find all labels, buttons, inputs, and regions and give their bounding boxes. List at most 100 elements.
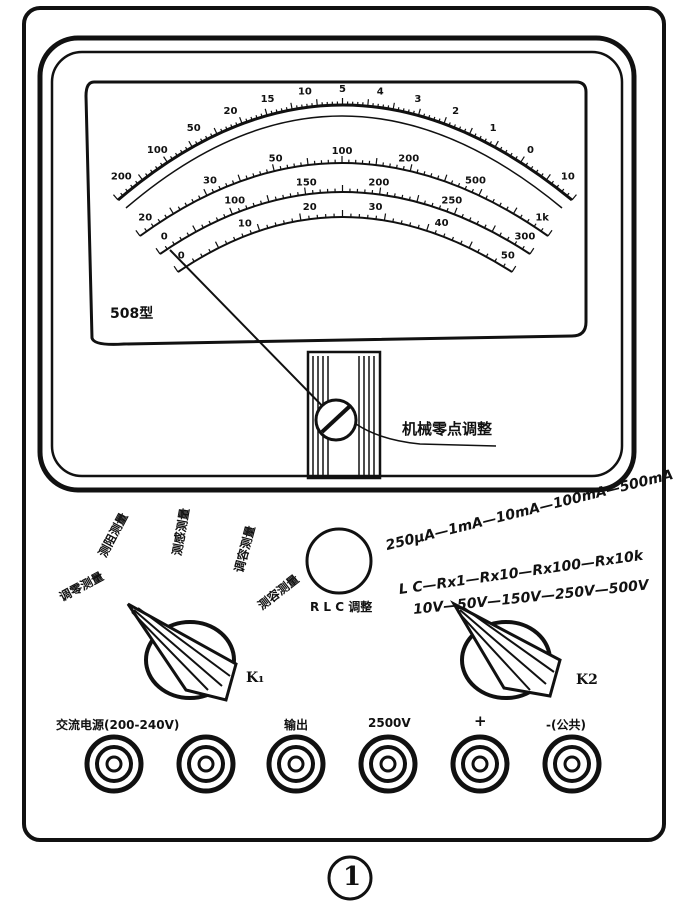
rlc-adjust-knob[interactable] (305, 527, 373, 595)
scale-arc-fourth (177, 216, 513, 273)
scale-tick (423, 200, 426, 205)
scale-tick (280, 108, 283, 112)
scale-tick (270, 110, 273, 115)
terminal-label-6: -(公共) (546, 718, 586, 732)
scale-tick (241, 233, 244, 238)
scale-tick (383, 213, 387, 221)
terminal-jack-5[interactable] (450, 734, 510, 794)
scale-tick (484, 138, 487, 143)
scale-number-third: 0 (161, 232, 168, 243)
scale-tick (155, 166, 159, 170)
scale-tick (233, 236, 236, 241)
meter-bezel-outer (37, 35, 637, 493)
scale-tick (282, 194, 285, 199)
scale-tick (163, 156, 168, 163)
scale-tick (382, 104, 385, 109)
scale-tick (293, 163, 296, 168)
scale-tick (274, 196, 277, 201)
scale-number-outer: 15 (261, 94, 275, 105)
scale-tick (252, 202, 255, 207)
scale-tick (401, 194, 404, 199)
scale-tick (461, 213, 464, 218)
scale-tick (286, 164, 289, 169)
scale-number-outer: 0 (527, 145, 534, 156)
scale-arc-outer-inner (125, 115, 563, 209)
selector-knob-k1[interactable] (126, 602, 238, 702)
scale-tick (476, 220, 480, 225)
terminal-jack-2[interactable] (176, 734, 236, 794)
scale-tick (264, 108, 268, 116)
scale-tick (526, 218, 530, 223)
scale-tick (237, 207, 241, 212)
scale-tick (511, 265, 517, 273)
terminal-jack-1[interactable] (84, 734, 144, 794)
scale-tick (417, 224, 420, 229)
scale-tick (453, 207, 458, 215)
terminal-jacks (84, 734, 602, 794)
scale-number-second: 500 (465, 176, 486, 187)
scale-tick (180, 149, 183, 154)
terminal-label-5: + (474, 712, 487, 730)
scale-tick (266, 224, 269, 229)
scale-number-fourth: 10 (238, 218, 252, 229)
scale-tick (200, 253, 203, 258)
scale-tick (301, 104, 303, 109)
scale-number-third: 250 (441, 195, 462, 206)
scale-number-third: 300 (514, 232, 535, 243)
scale-tick (225, 126, 228, 131)
scale-tick (397, 107, 400, 111)
scale-tick (173, 265, 179, 273)
scale-tick (540, 173, 544, 177)
terminal-jack-3[interactable] (266, 734, 326, 794)
scale-tick (512, 207, 518, 214)
scale-tick (438, 118, 441, 123)
scale-tick (386, 192, 389, 196)
scale-tick (514, 241, 518, 245)
meter-needle (169, 249, 337, 421)
scale-number-outer: 100 (147, 145, 168, 156)
scale-tick (120, 192, 124, 197)
scale-tick (451, 236, 455, 241)
scale-tick (387, 105, 390, 109)
scale-arc-second (139, 162, 549, 237)
scale-tick (402, 166, 405, 170)
scale-tick (215, 217, 219, 221)
scale-tick (135, 229, 141, 237)
scale-tick (230, 124, 233, 128)
terminal-jack-4[interactable] (358, 734, 418, 794)
scale-tick (389, 163, 391, 168)
scale-tick (192, 225, 197, 232)
scale-tick (525, 162, 529, 167)
scale-tick (304, 187, 307, 195)
scale-tick (265, 169, 269, 173)
scale-tick (208, 248, 212, 253)
scale-tick (505, 206, 509, 211)
scale-tick (540, 227, 544, 232)
scale-number-second: 100 (332, 146, 353, 157)
scale-tick (457, 182, 461, 187)
figure-number-circle (327, 855, 373, 901)
scale-number-outer: 1 (490, 123, 497, 134)
scale-tick (395, 164, 398, 169)
scale-tick (210, 133, 213, 137)
scale-tick (468, 127, 473, 135)
scale-tick (393, 193, 396, 197)
scale-tick (463, 128, 467, 133)
scale-number-fourth: 40 (435, 218, 449, 229)
adjuster-post (306, 350, 382, 480)
scale-tick (506, 236, 510, 241)
terminal-jack-6[interactable] (542, 734, 602, 794)
scale-tick (195, 141, 198, 145)
scale-tick (155, 247, 161, 255)
scale-tick (443, 233, 446, 238)
selector-knob-k2[interactable] (449, 600, 562, 700)
scale-tick (400, 220, 403, 224)
scale-tick (201, 224, 204, 229)
scale-tick (417, 108, 421, 116)
scale-tick (150, 223, 154, 227)
scale-tick (504, 149, 508, 154)
scale-number-third: 200 (368, 177, 389, 188)
scale-tick (266, 195, 270, 203)
